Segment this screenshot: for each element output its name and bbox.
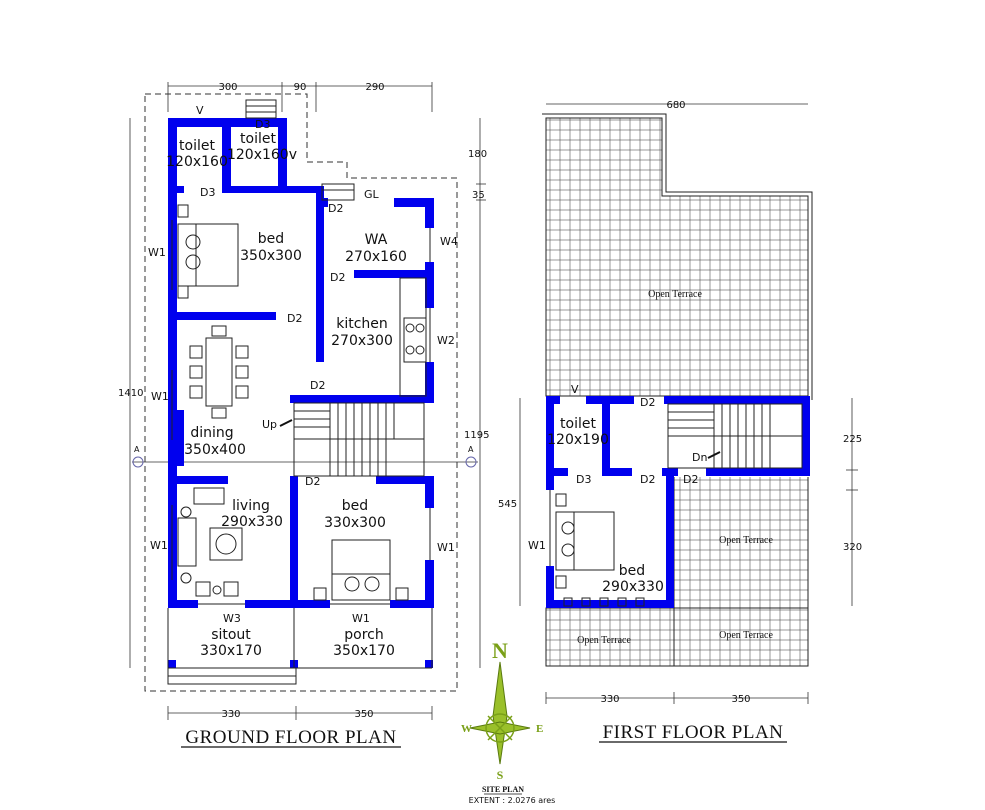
dim-right-180: 180 — [468, 149, 487, 160]
ground-staircase — [279, 402, 425, 477]
site-plan-title: SITE PLAN — [482, 785, 524, 794]
ff-bed-furniture — [555, 493, 645, 607]
dim-top-2: 90 — [294, 82, 307, 93]
ff-toilet-size: 120x190 — [547, 432, 609, 448]
middle-terrace — [673, 475, 809, 609]
ff-toilet-name: toilet — [560, 416, 596, 432]
room-dining-name: dining — [190, 425, 233, 441]
grid-marker-right: A — [468, 445, 474, 454]
tag-d2-bed: D2 — [287, 312, 302, 325]
ground-walls — [168, 118, 434, 668]
plot-boundary — [144, 93, 458, 692]
terrace-label-3: Open Terrace — [577, 635, 631, 646]
room-bed-1-name: bed — [258, 231, 284, 247]
room-toilet-1-name: toilet — [179, 138, 215, 154]
room-toilet-1-size: 120x160 — [166, 154, 228, 170]
tag-w1-bed: W1 — [148, 246, 166, 259]
dim-right-1195: 1195 — [464, 430, 489, 441]
tag-v: V — [196, 104, 204, 117]
ff-tag-d3: D3 — [576, 473, 591, 486]
room-living-size: 290x330 — [221, 514, 283, 530]
ff-bed-size: 290x330 — [602, 579, 664, 595]
tag-d2-kitchen: D2 — [330, 271, 345, 284]
tag-w1-bed2: W1 — [437, 541, 455, 554]
dim-right-35: 35 — [472, 190, 485, 201]
room-porch-size: 350x170 — [333, 643, 395, 659]
first-floor-walls — [546, 396, 810, 608]
tag-d2-bed2: D2 — [305, 475, 320, 488]
room-toilet-2-size: 120x160v — [227, 147, 297, 163]
room-bed-2-size: 330x300 — [324, 515, 386, 531]
compass-e: E — [536, 723, 543, 735]
bed-furniture-2 — [313, 539, 409, 601]
ground-floor-title: GROUND FLOOR PLAN — [185, 727, 396, 748]
tag-d2-wa: D2 — [328, 202, 343, 215]
ff-tag-v: V — [571, 383, 579, 396]
compass-rose: N S E W — [461, 638, 543, 782]
grid-marker-left: A — [134, 445, 140, 454]
terrace-label-2: Open Terrace — [719, 535, 773, 546]
ff-tag-d2-top: D2 — [640, 396, 655, 409]
room-kitchen-size: 270x300 — [331, 333, 393, 349]
room-sitout-name: sitout — [211, 627, 251, 643]
tag-up: Up — [262, 418, 277, 431]
ff-dim-bottom-1: 330 — [600, 694, 619, 705]
dim-top-3: 290 — [365, 82, 384, 93]
room-bed-2-name: bed — [342, 498, 368, 514]
lower-terrace-right — [673, 607, 809, 667]
tag-w2: W2 — [437, 334, 455, 347]
ff-dim-bottom-2: 350 — [731, 694, 750, 705]
first-floor-title: FIRST FLOOR PLAN — [603, 722, 784, 743]
compass-needle — [492, 661, 508, 765]
dim-bottom-2: 350 — [354, 709, 373, 720]
tag-w4: W4 — [440, 235, 458, 248]
ground-floor-plan: 300 90 290 1410 180 35 1195 A A — [118, 82, 489, 748]
tag-w1-dining: W1 — [151, 390, 169, 403]
tag-w1-porch: W1 — [352, 612, 370, 625]
tag-w1-living: W1 — [150, 539, 168, 552]
ff-dim-left: 545 — [498, 499, 517, 510]
room-sitout-size: 330x170 — [200, 643, 262, 659]
room-kitchen-name: kitchen — [336, 316, 388, 332]
room-toilet-2-name: toilet — [240, 131, 276, 147]
ff-tag-dn: Dn — [692, 451, 707, 464]
room-living-name: living — [232, 498, 270, 514]
ff-bed-name: bed — [619, 563, 645, 579]
room-dining-size: 350x400 — [184, 442, 246, 458]
site-extent: EXTENT : 2.0276 ares — [469, 796, 556, 805]
dim-left: 1410 — [118, 388, 143, 399]
tag-gl: GL — [364, 188, 380, 201]
room-wa-size: 270x160 — [345, 249, 407, 265]
terrace-label-4: Open Terrace — [719, 630, 773, 641]
terrace-label-1: Open Terrace — [648, 289, 702, 300]
dim-top-1: 300 — [218, 82, 237, 93]
dim-bottom-1: 330 — [221, 709, 240, 720]
tag-d2-stair: D2 — [310, 379, 325, 392]
ff-dim-right-320: 320 — [843, 542, 862, 553]
first-floor-plan: 680 Open Terrace Open Terrace Open Terra… — [498, 100, 862, 743]
ff-tag-d2-bed: D2 — [640, 473, 655, 486]
compass-n: N — [492, 638, 508, 663]
first-floor-staircase — [667, 403, 803, 469]
room-bed-1-size: 350x300 — [240, 248, 302, 264]
ff-dim-top: 680 — [666, 100, 685, 111]
living-furniture — [177, 487, 243, 597]
room-wa-name: WA — [365, 232, 388, 248]
tag-d3-top: D3 — [255, 118, 270, 131]
compass-w: W — [461, 723, 472, 735]
ff-dim-right-225: 225 — [843, 434, 862, 445]
ff-tag-w1: W1 — [528, 539, 546, 552]
room-porch-name: porch — [344, 627, 383, 643]
upper-terrace — [545, 117, 809, 397]
compass-s: S — [497, 768, 504, 782]
tag-d3: D3 — [200, 186, 215, 199]
bed-furniture-1 — [177, 204, 239, 299]
ff-tag-d2-terrace: D2 — [683, 473, 698, 486]
dining-table — [189, 325, 249, 419]
tag-w3: W3 — [223, 612, 241, 625]
